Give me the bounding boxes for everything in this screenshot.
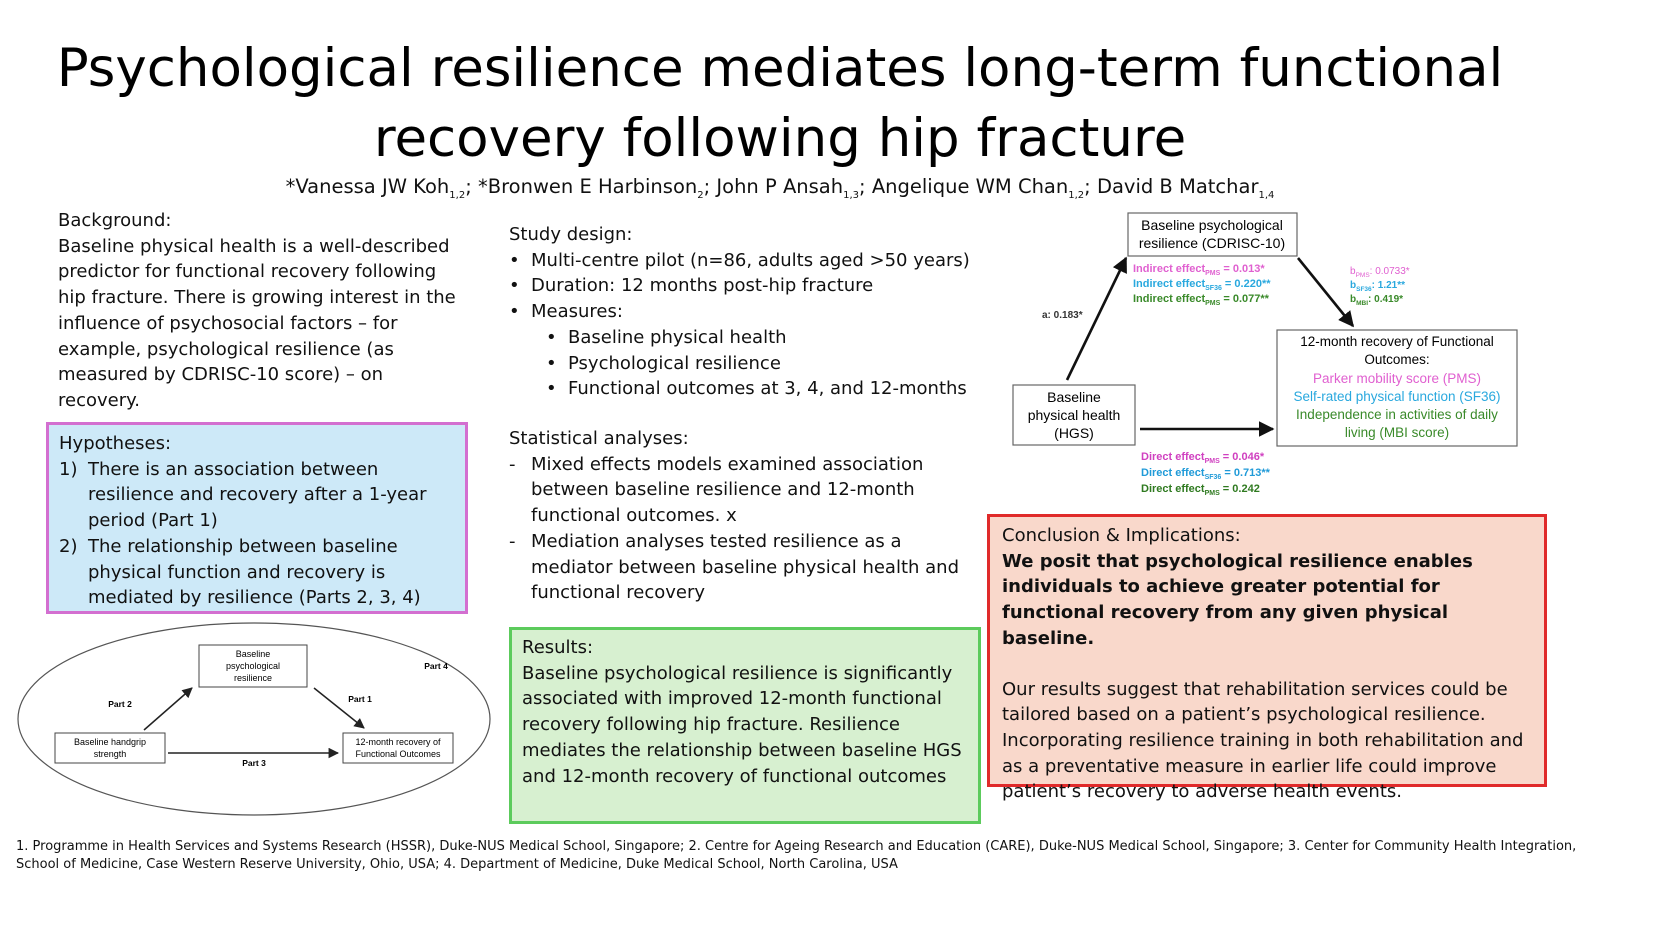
hypothesis-item: 2)The relationship between baseline phys…: [59, 535, 421, 609]
conclusion-box: Conclusion & Implications: We posit that…: [987, 514, 1547, 802]
b-path-sf36: bSF36: 1.21**: [1350, 280, 1405, 293]
indirect-effect-sf36: Indirect effectSF36 = 0.220**: [1133, 278, 1271, 292]
hypotheses-heading: Hypotheses:: [59, 433, 172, 454]
handgrip-box-line: strength: [94, 749, 127, 759]
outcomes-box-line: Functional Outcomes: [355, 749, 441, 759]
hypothesis-item: 1)There is an association between resili…: [59, 458, 427, 532]
conceptual-model-diagram: Baseline psychological resilience Baseli…: [17, 622, 491, 816]
author: *Vanessa JW Koh1,2;: [285, 175, 478, 201]
statistical-item: -Mediation analyses tested resilience as…: [509, 530, 960, 604]
med-physical-line: (HGS): [1054, 425, 1094, 441]
med-physical-box: [1012, 384, 1136, 446]
part1-arrow: [313, 687, 365, 729]
handgrip-box: [54, 732, 166, 764]
med-outcome-sf36: Self-rated physical function (SF36): [1293, 389, 1500, 404]
part4-ellipse: [17, 622, 491, 816]
b-path-arrow: [1296, 257, 1355, 328]
study-design-section: Study design: •Multi-centre pilot (n=86,…: [509, 222, 979, 402]
handgrip-box-line: Baseline handgrip: [74, 737, 146, 747]
author: John P Ansah1,3;: [716, 175, 872, 201]
statistical-item: -Mixed effects models examined associati…: [509, 453, 924, 527]
affiliations-line: School of Medicine, Case Western Reserve…: [16, 856, 898, 872]
author: David B Matchar1,4: [1096, 175, 1275, 201]
author-list: *Vanessa JW Koh1,2; *Bronwen E Harbinson…: [0, 175, 1560, 201]
b-path-labels: bPMS: 0.0733* bSF36: 1.21** bMBI: 0.419*: [1350, 266, 1410, 307]
statistical-analyses-section: Statistical analyses: -Mixed effects mod…: [509, 426, 959, 606]
b-path-mbi: bMBI: 0.419*: [1350, 294, 1403, 307]
study-design-heading: Study design:: [509, 224, 633, 245]
part1-label: Part 1: [348, 694, 372, 704]
study-design-item: •Duration: 12 months post-hip fracture: [509, 275, 874, 297]
results-text: Baseline psychological resilience is sig…: [522, 662, 962, 787]
results-box: Results: Baseline psychological resilien…: [509, 627, 981, 824]
med-outcome-mbi: Independence in activities of daily: [1296, 407, 1498, 422]
resilience-box-line: resilience: [234, 673, 272, 683]
background-section: Background: Baseline physical health is …: [58, 208, 458, 414]
indirect-effects: Indirect effectPMS = 0.013* Indirect eff…: [1133, 263, 1271, 307]
b-path-pms: bPMS: 0.0733*: [1350, 266, 1410, 279]
resilience-box-line: Baseline: [236, 649, 271, 659]
outcomes-box-line: 12-month recovery of: [355, 737, 441, 747]
poster-title: Psychological resilience mediates long-t…: [0, 34, 1560, 174]
author: Angelique WM Chan1,2;: [871, 175, 1097, 201]
part4-label: Part 4: [424, 661, 448, 671]
med-physical-line: physical health: [1028, 407, 1121, 423]
measure-item: •Psychological resilience: [546, 352, 781, 374]
resilience-box-line: psychological: [226, 661, 280, 671]
med-outcome-mbi: living (MBI score): [1345, 425, 1449, 440]
title-line-1: Psychological resilience mediates long-t…: [56, 38, 1504, 99]
measure-item: •Functional outcomes at 3, 4, and 12-mon…: [546, 378, 967, 400]
med-outcomes-title: 12-month recovery of Functional: [1300, 334, 1494, 349]
part2-arrow: [143, 687, 193, 731]
indirect-effect-mbi: Indirect effectPMS = 0.077**: [1133, 293, 1270, 307]
results-heading: Results:: [522, 637, 594, 658]
outcomes-box: [342, 732, 454, 764]
resilience-box: [198, 644, 308, 688]
hypotheses-box: Hypotheses: 1)There is an association be…: [46, 422, 468, 614]
part2-label: Part 2: [108, 699, 132, 709]
a-path-label: a: 0.183*: [1042, 310, 1083, 321]
med-resilience-line: Baseline psychological: [1141, 217, 1283, 233]
a-path-arrow: [1065, 256, 1128, 381]
conclusion-heading: Conclusion & Implications:: [1002, 525, 1241, 546]
direct-effect-sf36: Direct effectSF36 = 0.713**: [1141, 467, 1271, 481]
affiliations-line: 1. Programme in Health Services and Syst…: [16, 839, 1577, 854]
background-text: Baseline physical health is a well-descr…: [58, 235, 456, 411]
conclusion-bold-text: We posit that psychological resilience e…: [1002, 550, 1473, 649]
study-design-item: •Multi-centre pilot (n=86, adults aged >…: [509, 249, 970, 271]
affiliations-footer: 1. Programme in Health Services and Syst…: [16, 838, 1577, 873]
direct-effects: Direct effectPMS = 0.046* Direct effectS…: [1141, 451, 1271, 497]
med-outcome-pms: Parker mobility score (PMS): [1313, 371, 1481, 386]
measure-item: •Baseline physical health: [546, 326, 787, 348]
direct-effect-mbi: Direct effectPMS = 0.242: [1141, 483, 1260, 497]
med-outcomes-box: [1276, 329, 1518, 447]
background-heading: Background:: [58, 210, 172, 231]
med-resilience-line: resilience (CDRISC-10): [1139, 235, 1285, 251]
author: *Bronwen E Harbinson2;: [477, 175, 717, 201]
statistical-heading: Statistical analyses:: [509, 428, 689, 449]
med-resilience-box: [1127, 212, 1298, 257]
part3-label: Part 3: [242, 758, 266, 768]
conclusion-text: Our results suggest that rehabilitation …: [1002, 678, 1524, 803]
med-physical-line: Baseline: [1047, 389, 1101, 405]
direct-effect-pms: Direct effectPMS = 0.046*: [1141, 451, 1265, 465]
study-design-item: •Measures:: [509, 301, 623, 323]
med-outcomes-title: Outcomes:: [1364, 352, 1429, 367]
mediation-diagram: Baseline psychological resilience (CDRIS…: [1012, 212, 1518, 497]
title-line-2: recovery following hip fracture: [373, 108, 1187, 169]
indirect-effect-pms: Indirect effectPMS = 0.013*: [1133, 263, 1265, 277]
